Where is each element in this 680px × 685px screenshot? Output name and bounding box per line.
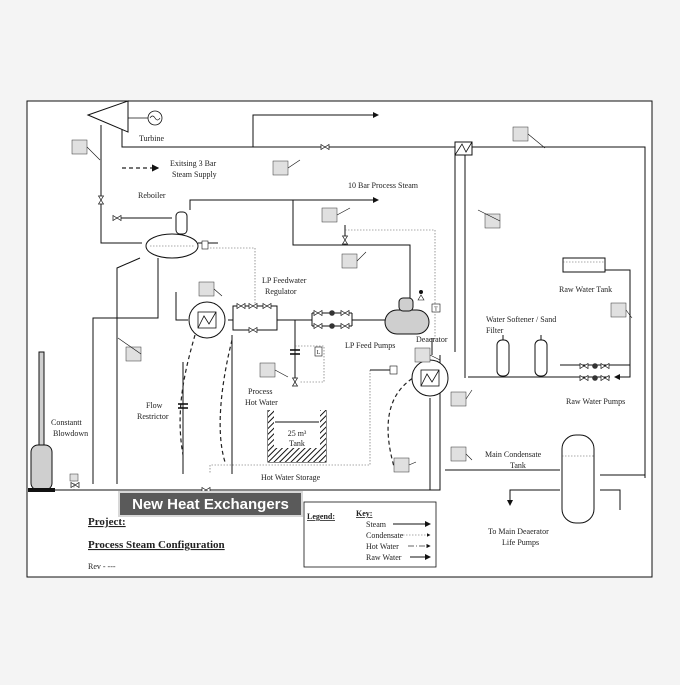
legend-item-steam: Steam xyxy=(366,520,387,529)
level-tag: L xyxy=(317,350,321,356)
steam-piping xyxy=(92,112,646,484)
heat-exchanger-3 xyxy=(454,141,473,156)
project-title: Process Steam Configuration xyxy=(88,539,225,551)
heat-exchanger-1 xyxy=(188,301,226,339)
legend-key-heading: Key: xyxy=(356,509,372,518)
lp-regulator-label-2: Regulator xyxy=(265,287,297,296)
existing-supply-label-2: Steam Supply xyxy=(172,170,217,179)
project-heading: Project: xyxy=(88,516,126,528)
deaerator-tag: T xyxy=(434,307,438,313)
process-hot-water-label-1: Process xyxy=(248,387,272,396)
main-deaerator-label-2: Life Pumps xyxy=(502,538,539,547)
existing-supply-label-1: Exitsing 3 Bar xyxy=(170,159,217,168)
legend-item-raw-water: Raw Water xyxy=(366,553,402,562)
reboiler xyxy=(145,211,209,259)
raw-water-pumps-label: Raw Water Pumps xyxy=(566,397,625,406)
hot-water-storage-tank xyxy=(267,410,327,463)
raw-water-tank-label: Raw Water Tank xyxy=(559,285,612,294)
project-rev: Rev - --- xyxy=(88,562,116,571)
new-heat-exchangers-banner: New Heat Exchangers xyxy=(118,491,303,517)
lp-regulator-label-1: LP Feedwater xyxy=(262,276,307,285)
tank-word-label: Tank xyxy=(289,439,305,448)
blowdown-label-1: Constantt xyxy=(51,418,82,427)
legend-item-hot-water: Hot Water xyxy=(366,542,399,551)
main-deaerator-label-1: To Main Deaerator xyxy=(488,527,549,536)
temperature-indicator xyxy=(431,303,441,313)
main-condensate-label-2: Tank xyxy=(510,461,526,470)
hot-water-storage-label: Hot Water Storage xyxy=(261,473,321,482)
flow-restrictor: L xyxy=(178,346,398,409)
turbine xyxy=(86,100,163,133)
process-steam-label: 10 Bar Process Steam xyxy=(348,181,419,190)
lp-feed-pumps-label: LP Feed Pumps xyxy=(345,341,395,350)
water-softener-label-2: Filter xyxy=(486,326,504,335)
legend-item-condensate: Condensate xyxy=(366,531,404,540)
banner-text: New Heat Exchangers xyxy=(132,496,289,513)
water-softener-label-1: Water Softener / Sand xyxy=(486,315,556,324)
deaerator: T xyxy=(384,290,441,335)
raw-water-tank xyxy=(562,257,606,273)
legend-heading: Legend: xyxy=(307,512,335,521)
deaerator-label: Deaerator xyxy=(416,335,448,344)
tank-volume-label: 25 m³ xyxy=(288,429,307,438)
heat-exchanger-2 xyxy=(411,359,449,397)
turbine-label: Turbine xyxy=(139,134,164,143)
equipment-labels: Turbine Exitsing 3 Bar Steam Supply Rebo… xyxy=(51,134,625,547)
blowdown-label-2: Blowdown xyxy=(53,429,88,438)
water-softeners xyxy=(496,335,548,377)
main-condensate-label-1: Main Condensate xyxy=(485,450,542,459)
legend-box: Legend: Key: Steam Condensate Hot Water … xyxy=(303,501,437,568)
reboiler-label: Reboiler xyxy=(138,191,166,200)
process-hot-water-label-2: Hot Water xyxy=(245,398,278,407)
flow-restrictor-label-1: Flow xyxy=(146,401,163,410)
title-block: Project: Process Steam Configuration Rev… xyxy=(88,516,225,571)
main-condensate-tank xyxy=(561,434,595,524)
flow-restrictor-label-2: Restrictor xyxy=(137,412,169,421)
blowdown-vessel xyxy=(28,351,55,492)
